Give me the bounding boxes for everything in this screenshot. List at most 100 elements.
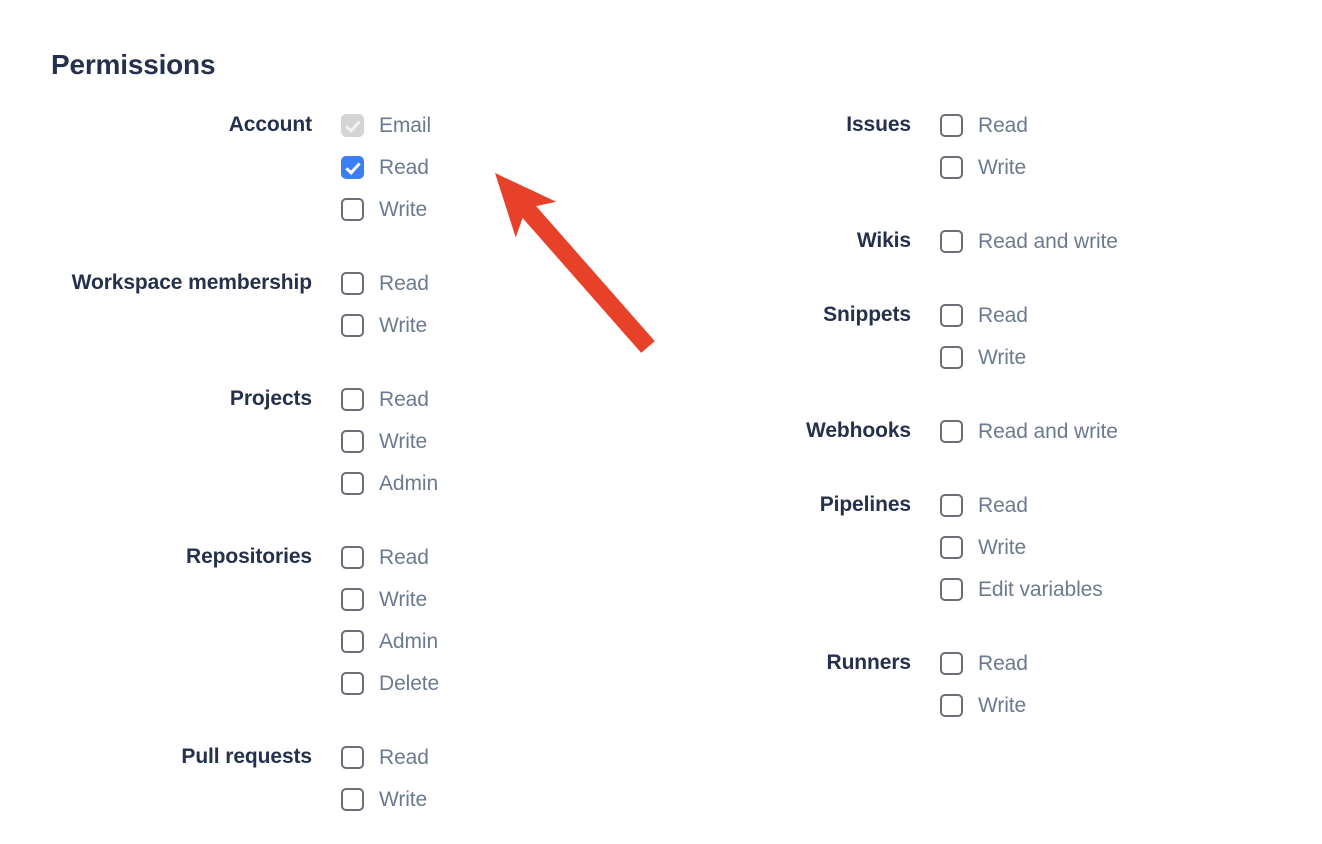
checkbox-pull-requests-write[interactable]	[341, 787, 364, 811]
permission-option-row[interactable]: Write	[341, 188, 640, 230]
checkbox-pipelines-read[interactable]	[940, 493, 963, 517]
checkbox-label[interactable]: Read	[978, 493, 1028, 517]
permission-option-row[interactable]: Read	[341, 536, 640, 578]
permission-option-row[interactable]: Admin	[341, 462, 640, 504]
permission-option-row[interactable]: Admin	[341, 620, 640, 662]
permission-group-label: Pull requests	[181, 745, 312, 768]
checkbox-snippets-write[interactable]	[940, 345, 963, 369]
permission-option-row[interactable]: Read	[940, 484, 1280, 526]
checkbox-account-read[interactable]	[341, 155, 364, 179]
checkbox-label[interactable]: Write	[379, 429, 428, 453]
permission-option-row[interactable]: Read and write	[940, 220, 1280, 262]
checkbox-label[interactable]: Admin	[379, 629, 439, 653]
checkbox-projects-read[interactable]	[341, 387, 364, 411]
checkbox-label[interactable]: Write	[379, 587, 428, 611]
permission-option-row[interactable]: Write	[940, 526, 1280, 568]
checkbox-issues-write[interactable]	[940, 155, 963, 179]
page-title: Permissions	[51, 49, 216, 80]
checkbox-label[interactable]: Read	[379, 155, 429, 179]
checkbox-workspace-membership-read[interactable]	[341, 271, 364, 295]
permission-option-row[interactable]: Write	[341, 578, 640, 620]
permission-group-label: Webhooks	[806, 419, 911, 442]
permission-option-row[interactable]: Read	[940, 294, 1280, 336]
permission-option-row[interactable]: Edit variables	[940, 568, 1280, 610]
checkbox-wikis-read-and-write[interactable]	[940, 229, 963, 253]
permission-option-row[interactable]: Write	[341, 420, 640, 462]
checkbox-projects-write[interactable]	[341, 429, 364, 453]
permission-option-row[interactable]: Read and write	[940, 410, 1280, 452]
permission-option-row[interactable]: Read	[341, 378, 640, 420]
checkbox-label[interactable]: Read	[978, 303, 1028, 327]
checkbox-label[interactable]: Write	[978, 693, 1027, 717]
permission-option-row[interactable]: Read	[341, 146, 640, 188]
checkbox-label[interactable]: Read	[379, 387, 429, 411]
permission-group-label: Runners	[826, 651, 912, 674]
checkbox-snippets-read[interactable]	[940, 303, 963, 327]
checkbox-label[interactable]: Read	[978, 113, 1028, 137]
checkbox-repositories-read[interactable]	[341, 545, 364, 569]
checkbox-label[interactable]: Write	[978, 345, 1027, 369]
permission-option-row[interactable]: Read	[940, 104, 1280, 146]
checkbox-webhooks-read-and-write[interactable]	[940, 419, 963, 443]
checkbox-label[interactable]: Read and write	[978, 419, 1118, 443]
permission-option-list: Read and write	[940, 410, 1280, 452]
checkbox-label[interactable]: Edit variables	[978, 577, 1103, 601]
permission-group-wikis: Wikis Read and write	[640, 220, 1280, 262]
permission-option-row[interactable]: Email	[341, 104, 640, 146]
checkbox-label[interactable]: Write	[978, 535, 1027, 559]
checkbox-label[interactable]: Write	[379, 787, 428, 811]
checkbox-projects-admin[interactable]	[341, 471, 364, 495]
checkbox-pull-requests-read[interactable]	[341, 745, 364, 769]
checkbox-label[interactable]: Write	[978, 155, 1027, 179]
checkbox-repositories-delete[interactable]	[341, 671, 364, 695]
checkbox-issues-read[interactable]	[940, 113, 963, 137]
checkbox-label[interactable]: Write	[379, 313, 428, 337]
permission-option-row[interactable]: Read	[940, 642, 1280, 684]
permission-group-label: Snippets	[823, 303, 911, 326]
checkbox-label[interactable]: Email	[379, 113, 432, 137]
permission-group-label: Workspace membership	[71, 271, 312, 294]
checkbox-runners-write[interactable]	[940, 693, 963, 717]
checkbox-pipelines-edit-variables[interactable]	[940, 577, 963, 601]
checkbox-pipelines-write[interactable]	[940, 535, 963, 559]
permission-group-label: Wikis	[856, 229, 911, 252]
permission-option-row[interactable]: Write	[940, 336, 1280, 378]
permission-option-row[interactable]: Read	[341, 736, 640, 778]
checkbox-label[interactable]: Delete	[379, 671, 440, 695]
permission-option-row[interactable]: Write	[341, 304, 640, 346]
permission-group-label: Account	[228, 113, 312, 136]
permission-option-row[interactable]: Write	[940, 684, 1280, 726]
checkbox-runners-read[interactable]	[940, 651, 963, 675]
permission-option-row[interactable]: Write	[940, 146, 1280, 188]
permission-option-row[interactable]: Read	[341, 262, 640, 304]
checkbox-label[interactable]: Admin	[379, 471, 439, 495]
checkbox-label[interactable]: Read and write	[978, 229, 1118, 253]
checkbox-label[interactable]: Read	[978, 651, 1028, 675]
checkbox-label[interactable]: Read	[379, 545, 429, 569]
permission-group-label: Repositories	[186, 545, 312, 568]
checkbox-label[interactable]: Write	[379, 197, 428, 221]
checkbox-repositories-write[interactable]	[341, 587, 364, 611]
checkbox-repositories-admin[interactable]	[341, 629, 364, 653]
checkbox-account-write[interactable]	[341, 197, 364, 221]
checkbox-workspace-membership-write[interactable]	[341, 313, 364, 337]
checkbox-label[interactable]: Read	[379, 745, 429, 769]
permission-option-row[interactable]: Delete	[341, 662, 640, 704]
checkbox-label[interactable]: Read	[379, 271, 429, 295]
permission-option-row[interactable]: Write	[341, 778, 640, 820]
